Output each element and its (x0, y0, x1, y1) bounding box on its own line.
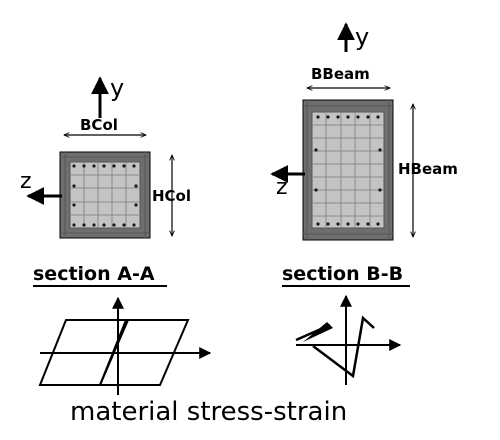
beam-height-label: HBeam (398, 160, 458, 178)
column-rebars (72, 164, 138, 227)
material-caption: material stress-strain (70, 397, 347, 427)
steel-stress-strain-plot (38, 296, 212, 395)
beam-core (311, 111, 385, 229)
steel-hysteresis-loop-right (98, 319, 190, 386)
beam-z-label: z (276, 175, 288, 200)
beam-width-label: BBeam (311, 65, 370, 83)
column-width-label: BCol (80, 116, 118, 134)
column-y-label: y (110, 74, 124, 102)
concrete-stress-curve (295, 315, 375, 379)
beam-section: y BBeam z HBeam section B-B (270, 22, 458, 287)
column-section-caption: section A-A (33, 263, 155, 285)
column-section: y BCol z HCol section A-A (20, 74, 191, 287)
concrete-tension-spike (303, 322, 333, 342)
concrete-stress-strain-plot (295, 294, 402, 385)
beam-y-label: y (355, 23, 369, 51)
beam-section-caption: section B-B (282, 263, 403, 285)
column-core (69, 161, 141, 229)
beam-fiber-grid (303, 100, 393, 240)
beam-rebars (314, 115, 382, 226)
column-fiber-grid (60, 152, 150, 238)
column-height-label: HCol (152, 187, 191, 205)
column-z-label: z (20, 169, 32, 194)
